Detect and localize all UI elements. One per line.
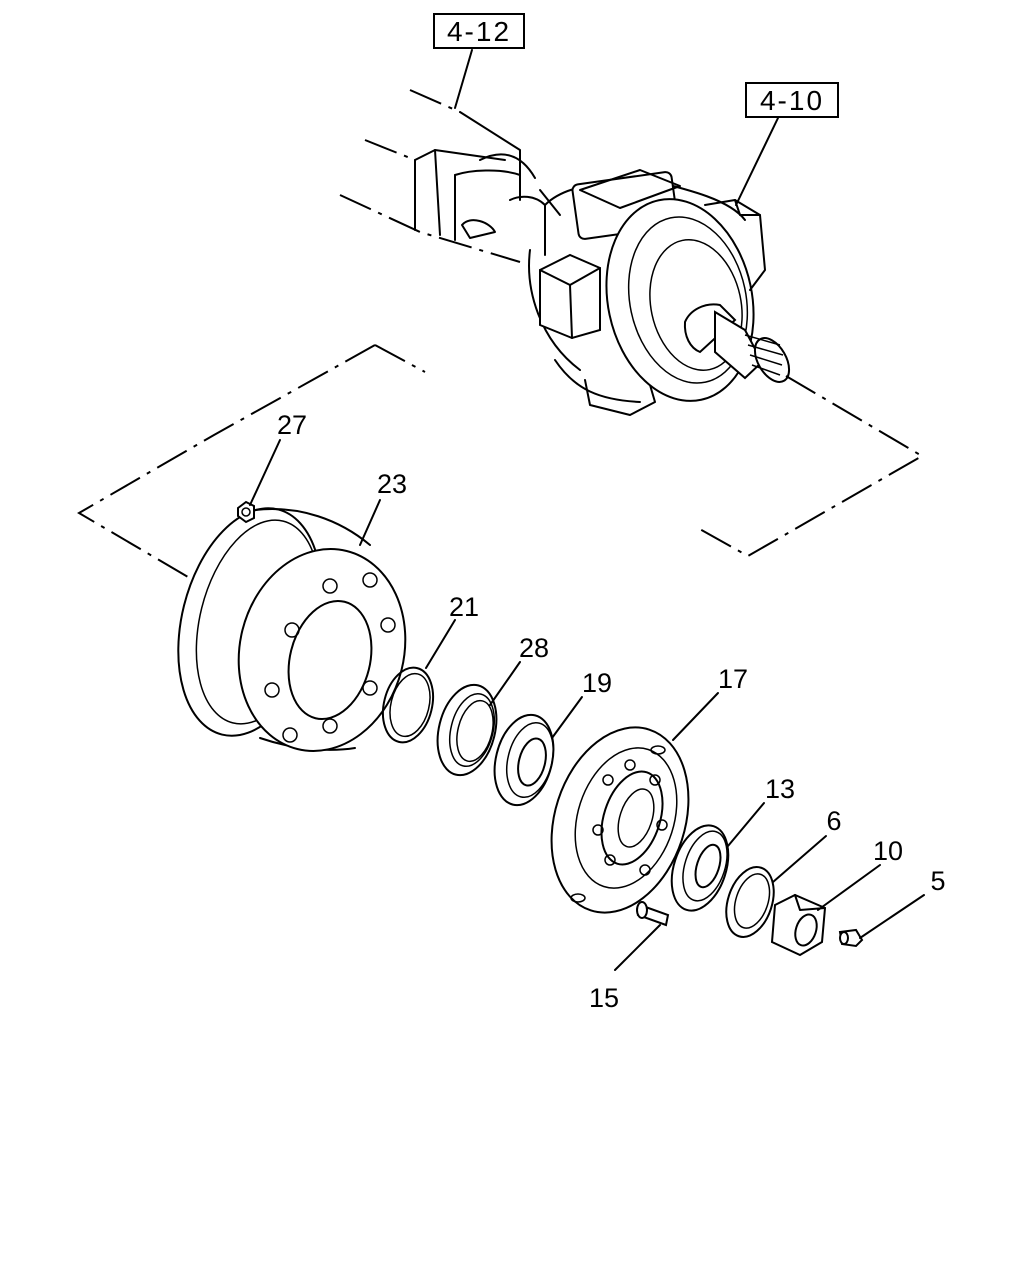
reference-box-4-12[interactable]: 4-12 — [433, 13, 525, 49]
oil-seal — [436, 683, 498, 777]
bolt — [838, 928, 864, 948]
part-label-19: 19 — [582, 668, 612, 698]
part-label-23: 23 — [377, 469, 407, 499]
leader-lines — [249, 49, 925, 971]
stud-bolt — [636, 901, 670, 927]
snap-ring — [381, 666, 435, 744]
part-label-28: 28 — [519, 633, 549, 663]
hub-nut — [770, 893, 827, 957]
axle-housing — [339, 89, 791, 416]
bearing-outer — [670, 824, 730, 912]
backing-plate — [550, 726, 690, 914]
part-label-13: 13 — [765, 774, 795, 804]
part-label-5: 5 — [930, 866, 945, 896]
reference-box-4-10[interactable]: 4-10 — [745, 82, 839, 118]
bearing-inner — [493, 713, 555, 807]
part-label-15: 15 — [589, 983, 619, 1013]
part-label-21: 21 — [449, 592, 479, 622]
reference-label: 4-12 — [447, 16, 511, 47]
part-label-6: 6 — [826, 806, 841, 836]
part-label-10: 10 — [873, 836, 903, 866]
reference-label: 4-10 — [760, 85, 824, 116]
nut — [237, 500, 255, 524]
brake-drum — [177, 507, 407, 752]
part-label-27: 27 — [277, 410, 307, 440]
part-labels: 27 23 21 28 19 17 13 6 10 5 15 — [277, 410, 946, 1013]
assembly-centerline — [77, 344, 924, 585]
part-label-17: 17 — [718, 664, 748, 694]
lock-washer — [725, 866, 775, 938]
